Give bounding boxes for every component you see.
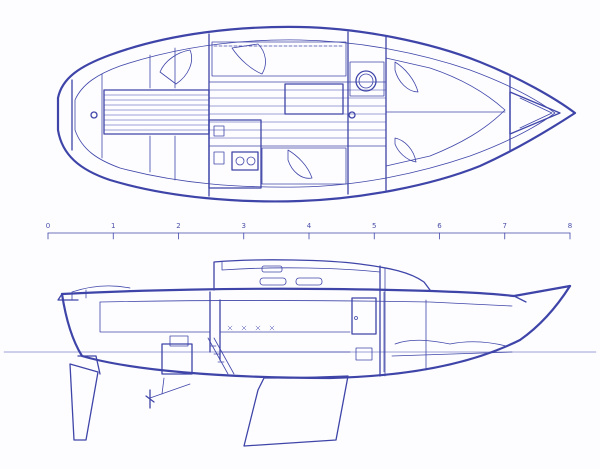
scale-tick-label: 7 [503, 222, 507, 230]
plan-settee-port [211, 41, 347, 77]
scale-bar: 0 1 2 3 4 5 6 7 8 [46, 222, 572, 240]
profile-head-door [351, 297, 377, 335]
profile-coachroof [213, 259, 431, 291]
profile-transom [57, 293, 79, 301]
scale-tick-label: 0 [46, 222, 50, 230]
profile-propeller [145, 389, 155, 409]
profile-portlight-2 [295, 277, 323, 286]
profile-stem [513, 295, 527, 303]
plan-quarter-cushion [159, 49, 193, 85]
profile-settee-crosses [227, 325, 275, 331]
profile-skeg [77, 355, 101, 375]
profile-engine-top [169, 335, 189, 347]
plan-anchor-well [509, 91, 561, 135]
profile-sheer [60, 284, 572, 298]
plan-cockpit-grating [103, 94, 210, 131]
plan-settee-stbd [261, 147, 347, 185]
plan-mast-step [348, 111, 356, 119]
plan-vberth-cushion-stbd [394, 137, 417, 163]
profile-vberth-base [391, 351, 513, 357]
plan-head-locker [349, 61, 385, 97]
scale-tick-label: 4 [307, 222, 312, 230]
scale-tick-label: 1 [111, 222, 115, 230]
plan-stove-burner-1 [235, 156, 245, 166]
scale-tick-label: 8 [568, 222, 572, 230]
profile-stern-rail [71, 285, 131, 301]
profile-keel [243, 375, 349, 447]
profile-bulkhead-fwd [383, 291, 427, 373]
profile-cockpit-well [99, 301, 211, 333]
plan-hull-outline [56, 25, 577, 203]
plan-galley-stove [231, 151, 259, 171]
profile-view [3, 259, 597, 447]
plan-head-porthole-inner [358, 73, 374, 89]
plan-cockpit [103, 89, 210, 135]
scale-tick-label: 5 [372, 222, 376, 230]
plan-bow-tip [519, 97, 553, 129]
plan-head-porthole [355, 70, 377, 92]
plan-view [56, 25, 577, 203]
profile-coachroof-top [221, 261, 381, 273]
plan-galley-counter [208, 119, 262, 189]
profile-bow-pulpit [511, 285, 571, 297]
profile-hatch [261, 265, 283, 273]
profile-rudder [69, 363, 99, 441]
plan-vberth-cushion-port [394, 61, 419, 93]
profile-vberth-cushions [394, 339, 507, 347]
profile-toilet [355, 347, 373, 361]
plan-rudder-post [90, 111, 98, 119]
plan-cockpit-seat-port [149, 47, 176, 89]
plan-cockpit-seat-stbd [149, 135, 176, 181]
profile-prop-shaft [149, 383, 191, 399]
profile-hull-bottom [60, 284, 572, 380]
scale-tick-label: 6 [437, 222, 442, 230]
profile-deck-inner [99, 300, 513, 307]
plan-saloon-table [284, 83, 344, 115]
profile-prop-strut [161, 377, 165, 395]
plan-galley-sink-2 [213, 151, 225, 165]
plan-galley-sink-1 [213, 125, 225, 137]
profile-portlight-1 [259, 277, 287, 286]
plan-settee-cushion [231, 43, 266, 75]
plan-stove-burner-2 [246, 156, 256, 166]
scale-tick-label: 2 [176, 222, 180, 230]
profile-engine [161, 343, 193, 375]
profile-door-handle [354, 316, 358, 320]
scale-tick-label: 3 [242, 222, 246, 230]
profile-ladder [207, 337, 235, 375]
scale-ticks: 0 1 2 3 4 5 6 7 8 [46, 222, 572, 240]
plan-stbd-cushion [287, 149, 313, 179]
plan-vberth [385, 57, 506, 167]
